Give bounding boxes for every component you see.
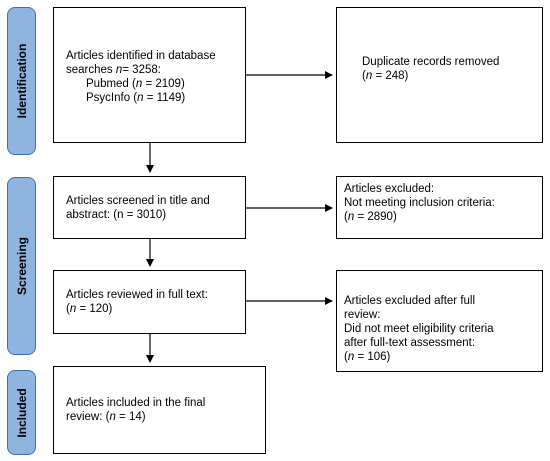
- box-articles-included: Articles included in the final review: (…: [53, 366, 266, 454]
- duplicates-line1: Duplicate records removed: [362, 56, 500, 68]
- identified-line1: Articles identified in database: [66, 50, 216, 62]
- excluded-screen-line1: Articles excluded:: [344, 183, 435, 195]
- excluded-screen-line3: (n = 2890): [344, 211, 397, 223]
- excluded-full-line1: Articles excluded after full: [344, 295, 476, 307]
- screened-line2: abstract: (n = 3010): [66, 209, 167, 221]
- stage-identification: Identification: [7, 7, 36, 155]
- box-duplicates-removed: Duplicate records removed (n = 248): [336, 7, 543, 143]
- included-line2: review: (n = 14): [66, 411, 146, 423]
- excluded-full-line4: after full-text assessment:: [344, 337, 476, 349]
- identified-psycinfo: PsycInfo (n = 1149): [86, 92, 186, 104]
- box-articles-excluded-fulltext: Articles excluded after full review: Did…: [336, 270, 543, 372]
- fulltext-line2: (n = 120): [66, 303, 113, 315]
- excluded-full-line5: (n = 106): [344, 351, 391, 363]
- excluded-full-line2: review:: [344, 309, 381, 321]
- identified-pubmed: Pubmed (n = 2109): [86, 78, 185, 90]
- stage-screening: Screening: [7, 177, 36, 355]
- box-articles-excluded-screening: Articles excluded: Not meeting inclusion…: [336, 176, 543, 239]
- duplicates-line2: (n = 248): [362, 70, 409, 82]
- excluded-screen-line2: Not meeting inclusion criteria:: [344, 197, 495, 209]
- box-articles-screened: Articles screened in title and abstract:…: [53, 176, 246, 239]
- excluded-full-line3: Did not meet eligibility criteria: [344, 323, 494, 335]
- box-articles-fulltext: Articles reviewed in full text: (n = 120…: [53, 270, 246, 334]
- identified-line2: searches n= 3258:: [66, 64, 161, 76]
- box-articles-identified: Articles identified in database searches…: [53, 7, 246, 143]
- stage-included: Included: [7, 370, 36, 455]
- fulltext-line1: Articles reviewed in full text:: [66, 289, 208, 301]
- screened-line1: Articles screened in title and: [66, 195, 210, 207]
- included-line1: Articles included in the final: [66, 397, 206, 409]
